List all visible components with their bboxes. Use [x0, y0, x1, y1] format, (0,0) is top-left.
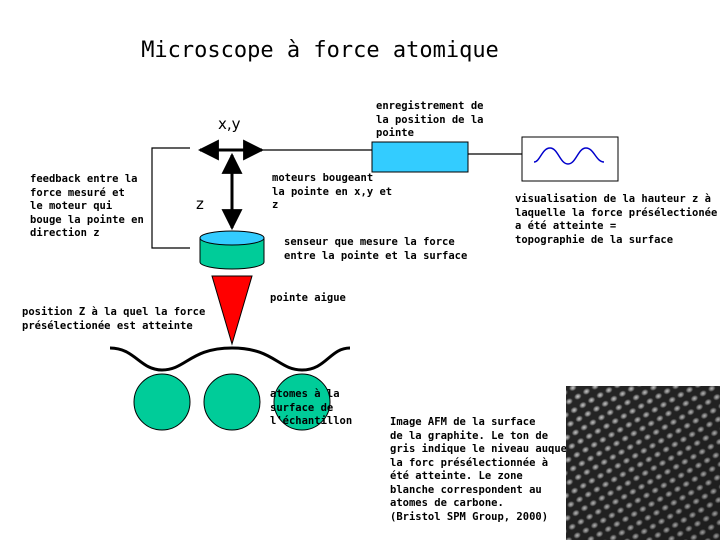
topography-wave: [533, 147, 605, 165]
atom: [133, 373, 191, 431]
force-sensor: [199, 230, 265, 270]
atom: [203, 373, 261, 431]
tip-label: pointe aigue: [270, 292, 346, 304]
visualisation-label: visualisation de la hauteur z à laquelle…: [515, 193, 718, 246]
topography-display: [521, 136, 619, 182]
diagram-title: Microscope à force atomique: [141, 38, 499, 63]
feedback-bracket: [151, 147, 190, 249]
z-label: z: [196, 195, 204, 213]
sensor-label: senseur que mesure la force entre la poi…: [284, 236, 468, 262]
atom: [273, 373, 331, 431]
motors-label: moteurs bougeant la pointe en x,y et z: [272, 172, 393, 211]
recording-box: [371, 141, 469, 173]
sharp-tip: [211, 275, 253, 346]
position-z-label: position Z à la quel la force présélecti…: [22, 306, 206, 332]
feedback-label: feedback entre la force mesuré et le mot…: [30, 173, 144, 239]
afm-image-caption: Image AFM de la surface de la graphite. …: [390, 416, 574, 523]
xy-label: x,y: [218, 115, 241, 133]
recording-label: enregistrement de la position de la poin…: [376, 100, 484, 139]
atoms-label: atomes à la surface de l'échantillon: [270, 388, 353, 427]
afm-graphite-image: [566, 386, 720, 540]
scan-path: [109, 346, 351, 372]
